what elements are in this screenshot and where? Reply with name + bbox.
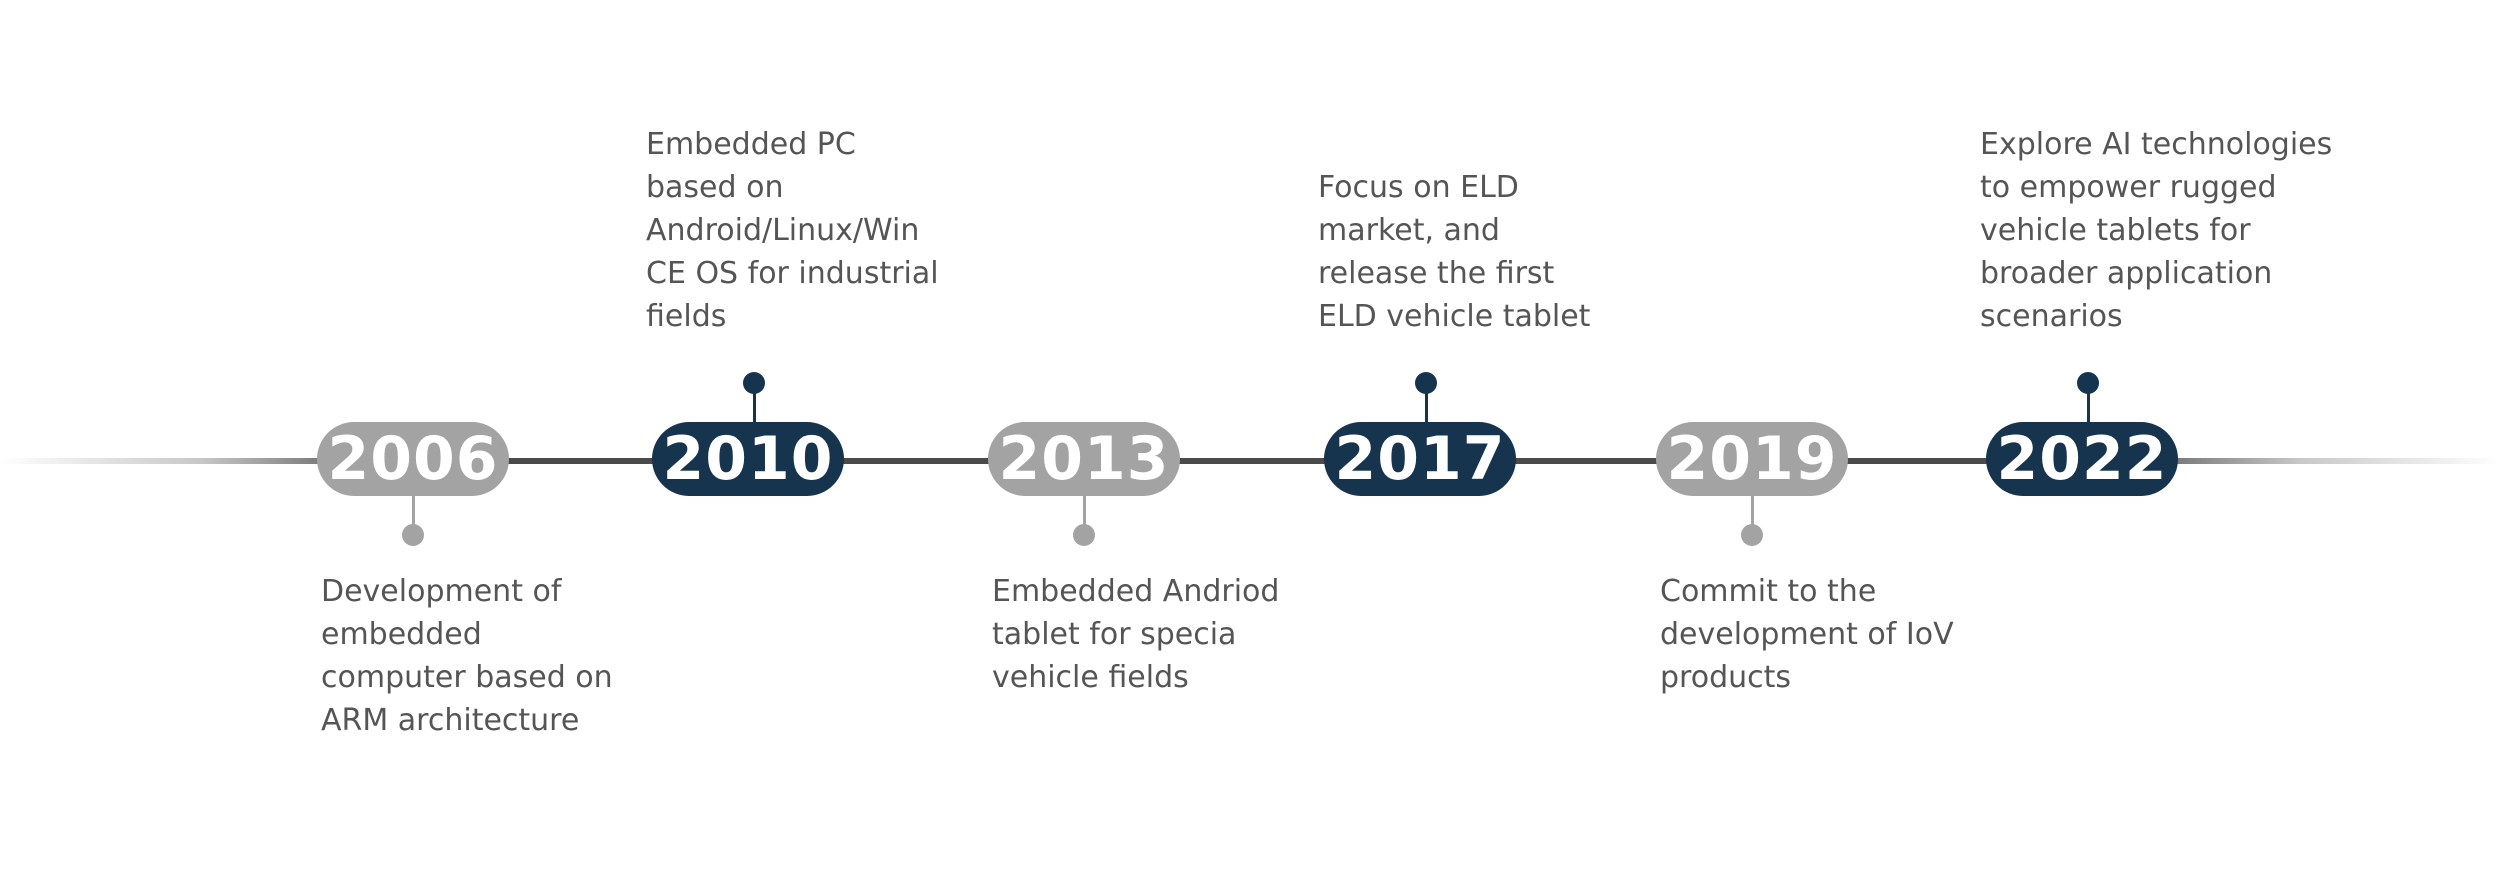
description-line: Focus on ELD: [1318, 170, 1519, 205]
description-line: tablet for specia: [992, 617, 1237, 652]
year-badge-2006: 2006: [317, 422, 509, 496]
connector-dot-2022: [2077, 372, 2099, 394]
description-line: Embedded Andriod: [992, 574, 1280, 609]
year-badge-2010: 2010: [652, 422, 844, 496]
year-badge-2019: 2019: [1656, 422, 1848, 496]
description-line: Embedded PC: [646, 127, 856, 162]
description-line: vehicle tablets for: [1980, 213, 2251, 248]
timeline-axis-line: [0, 458, 2500, 464]
year-badge-2017: 2017: [1324, 422, 1516, 496]
connector-dot-2019: [1741, 524, 1763, 546]
description-line: based on: [646, 170, 784, 205]
description-line: to empower rugged: [1980, 170, 2277, 205]
description-line: development of IoV: [1660, 617, 1954, 652]
description-line: broader application: [1980, 256, 2273, 291]
milestone-description-2022: Explore AI technologies to empower rugged…: [1980, 123, 2332, 338]
description-line: release the first: [1318, 256, 1555, 291]
description-line: market, and: [1318, 213, 1500, 248]
description-line: products: [1660, 660, 1792, 695]
description-line: ARM architecture: [321, 703, 580, 738]
description-line: scenarios: [1980, 299, 2123, 334]
year-badge-2022: 2022: [1986, 422, 2178, 496]
connector-stem-2006: [412, 496, 415, 530]
milestone-description-2006: Development of embedded computer based on A…: [321, 570, 613, 742]
connector-dot-2006: [402, 524, 424, 546]
connector-dot-2010: [743, 372, 765, 394]
connector-stem-2019: [1751, 496, 1754, 530]
description-line: Development of: [321, 574, 562, 609]
connector-stem-2017: [1425, 384, 1428, 424]
description-line: Commit to the: [1660, 574, 1877, 609]
description-line: fields: [646, 299, 727, 334]
description-line: Explore AI technologies: [1980, 127, 2333, 162]
connector-dot-2017: [1415, 372, 1437, 394]
description-line: computer based on: [321, 660, 613, 695]
connector-stem-2010: [753, 384, 756, 424]
connector-dot-2013: [1073, 524, 1095, 546]
milestone-description-2017: Focus on ELD market, and release the first…: [1318, 166, 1590, 338]
description-line: vehicle fields: [992, 660, 1189, 695]
description-line: ELD vehicle tablet: [1318, 299, 1591, 334]
milestone-description-2013: Embedded Andriod tablet for specia vehicle…: [992, 570, 1279, 699]
description-line: CE OS for industrial: [646, 256, 939, 291]
description-line: embedded: [321, 617, 482, 652]
description-line: Android/Linux/Win: [646, 213, 920, 248]
year-badge-2013: 2013: [988, 422, 1180, 496]
milestone-description-2019: Commit to the development of IoV products: [1660, 570, 1954, 699]
milestone-description-2010: Embedded PC based on Android/Linux/Win CE O…: [646, 123, 939, 338]
connector-stem-2022: [2087, 384, 2090, 424]
connector-stem-2013: [1083, 496, 1086, 530]
